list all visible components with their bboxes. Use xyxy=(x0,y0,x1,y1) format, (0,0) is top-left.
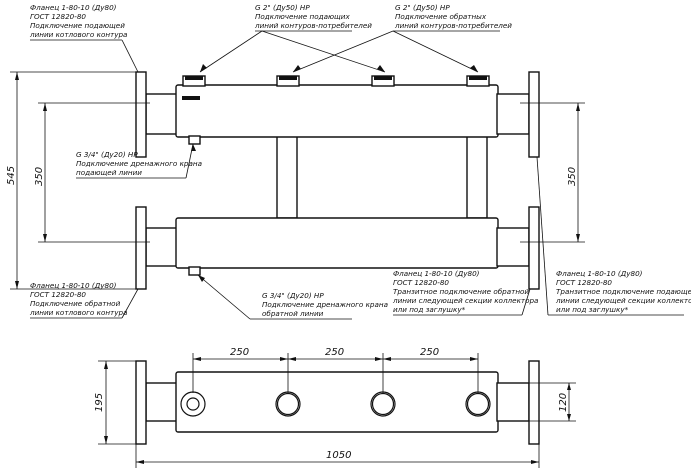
top-view xyxy=(135,360,540,445)
drain-supply-nipple xyxy=(188,135,201,145)
dim-overall-length: 1050 xyxy=(135,444,540,468)
front-view xyxy=(135,71,540,290)
svg-text:линий контуров-потребителей: линий контуров-потребителей xyxy=(254,21,372,30)
svg-text:Транзитное подключение обратно: Транзитное подключение обратной xyxy=(393,287,529,296)
note-flange-return-left: Фланец 1-80-10 (Ду80) ГОСТ 12820-80 Подк… xyxy=(29,281,139,319)
svg-text:Фланец 1-80-10 (Ду80): Фланец 1-80-10 (Ду80) xyxy=(556,269,643,278)
flange-return-right xyxy=(528,206,540,290)
top-flange-left xyxy=(135,360,147,445)
note-drain-return: G 3/4" (Ду20) НР Подключение дренажного … xyxy=(197,274,388,320)
svg-text:Подключение подающей: Подключение подающей xyxy=(30,21,125,30)
svg-text:линии следующей секции коллект: линии следующей секции коллектора xyxy=(392,296,538,305)
svg-text:G 3/4" (Ду20) НР: G 3/4" (Ду20) НР xyxy=(262,291,324,300)
svg-text:линии следующей секции коллект: линии следующей секции коллектора xyxy=(555,296,691,305)
dim-pitch-3: 250 xyxy=(420,347,439,358)
svg-text:Фланец 1-80-10 (Ду80): Фланец 1-80-10 (Ду80) xyxy=(30,3,117,12)
dim-outlet-pitches: 250 250 250 xyxy=(192,347,479,393)
dim-header-spacing-right: 350 xyxy=(520,102,585,243)
dim-pitch-2: 250 xyxy=(325,347,344,358)
svg-text:Фланец 1-80-10 (Ду80): Фланец 1-80-10 (Ду80) xyxy=(30,281,117,290)
svg-text:Подключение дренажного крана: Подключение дренажного крана xyxy=(76,159,202,168)
dim-body-height: 120 xyxy=(529,382,576,422)
svg-text:Подключение обратной: Подключение обратной xyxy=(30,299,121,308)
svg-text:ГОСТ 12820-80: ГОСТ 12820-80 xyxy=(393,278,449,287)
svg-text:G 2" (Ду50) НР: G 2" (Ду50) НР xyxy=(395,3,450,12)
svg-text:G 2" (Ду50) НР: G 2" (Ду50) НР xyxy=(255,3,310,12)
note-supply-outlets: G 2" (Ду50) НР Подключение подающих лини… xyxy=(199,3,386,73)
dim-total-height: 545 xyxy=(6,71,136,290)
svg-text:или под заглушку*: или под заглушку* xyxy=(393,305,466,314)
svg-text:545: 545 xyxy=(6,166,17,185)
svg-text:Транзитное подключение подающе: Транзитное подключение подающей xyxy=(556,287,691,296)
svg-text:1050: 1050 xyxy=(326,450,351,461)
svg-text:195: 195 xyxy=(94,393,105,412)
dim-header-spacing-left: 350 xyxy=(34,102,150,243)
dim-pitch-1: 250 xyxy=(230,347,249,358)
svg-text:Подключение подающих: Подключение подающих xyxy=(255,12,350,21)
svg-text:ГОСТ 12820-80: ГОСТ 12820-80 xyxy=(30,12,86,21)
connecting-pipe-left xyxy=(276,135,298,219)
nameplate xyxy=(182,96,200,100)
note-flange-supply-right: Фланец 1-80-10 (Ду80) ГОСТ 12820-80 Тран… xyxy=(536,156,691,316)
note-flange-return-right: Фланец 1-80-10 (Ду80) ГОСТ 12820-80 Тран… xyxy=(392,269,538,316)
flange-return-left xyxy=(135,206,147,290)
svg-text:G 3/4" (Ду20) НР: G 3/4" (Ду20) НР xyxy=(76,150,138,159)
svg-text:линии котлового контура: линии котлового контура xyxy=(29,30,127,39)
svg-text:линий контуров-потребителей: линий контуров-потребителей xyxy=(394,21,512,30)
flange-supply-right xyxy=(528,71,540,158)
return-header xyxy=(135,206,540,290)
svg-text:ГОСТ 12820-80: ГОСТ 12820-80 xyxy=(30,290,86,299)
top-flange-right xyxy=(528,360,540,445)
flange-supply-left xyxy=(135,71,147,158)
svg-text:линии котлового контура: линии котлового контура xyxy=(29,308,127,317)
svg-text:Фланец 1-80-10 (Ду80): Фланец 1-80-10 (Ду80) xyxy=(393,269,480,278)
svg-text:350: 350 xyxy=(567,167,578,186)
drain-return-nipple xyxy=(188,266,201,276)
supply-header xyxy=(135,71,540,158)
svg-text:обратной линии: обратной линии xyxy=(262,309,324,318)
svg-text:350: 350 xyxy=(34,167,45,186)
connecting-pipe-right xyxy=(466,135,488,219)
note-drain-supply: G 3/4" (Ду20) НР Подключение дренажного … xyxy=(76,143,202,179)
dim-flange-height: 195 xyxy=(94,360,136,445)
supply-outlets xyxy=(182,75,490,87)
svg-text:или под заглушку*: или под заглушку* xyxy=(556,305,629,314)
note-return-outlets: G 2" (Ду50) НР Подключение обратных лини… xyxy=(292,3,512,73)
svg-text:120: 120 xyxy=(558,393,569,412)
svg-text:подающей линии: подающей линии xyxy=(76,168,142,177)
note-flange-supply-left: Фланец 1-80-10 (Ду80) ГОСТ 12820-80 Подк… xyxy=(29,3,139,73)
svg-text:Подключение обратных: Подключение обратных xyxy=(395,12,487,21)
svg-text:ГОСТ 12820-80: ГОСТ 12820-80 xyxy=(556,278,612,287)
svg-text:Подключение дренажного крана: Подключение дренажного крана xyxy=(262,300,388,309)
